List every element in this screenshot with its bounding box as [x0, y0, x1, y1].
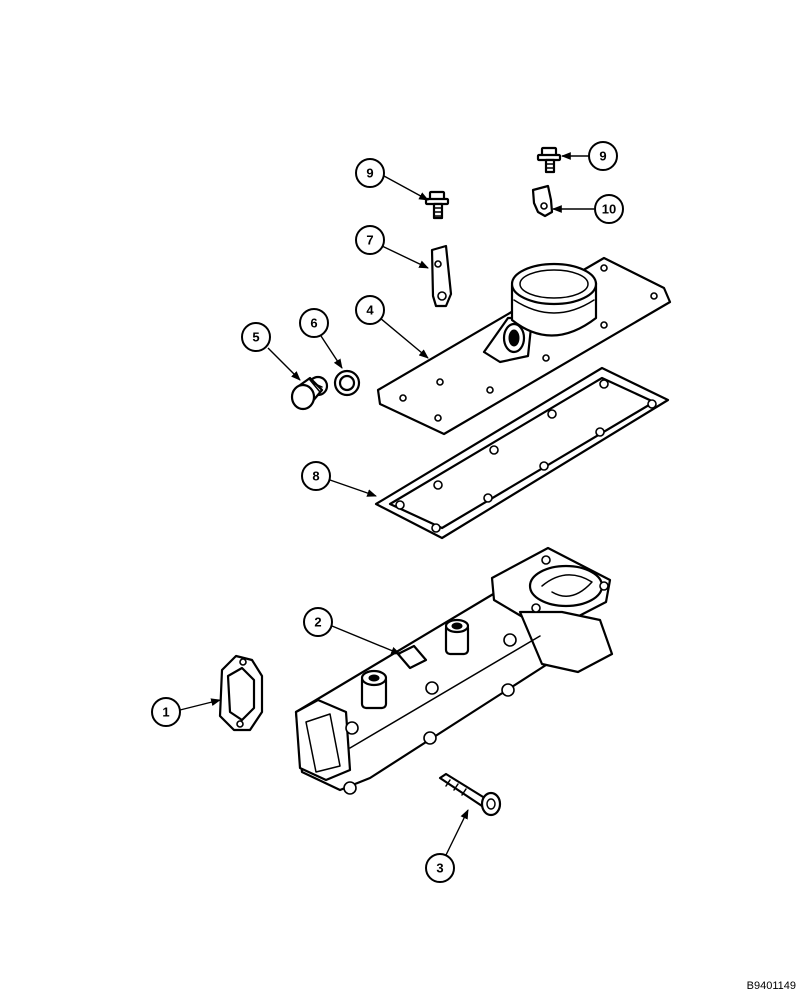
leader-4: [379, 317, 429, 359]
callout-9-left: 9: [355, 158, 385, 188]
leader-2: [331, 625, 401, 655]
callout-label: 3: [436, 861, 443, 876]
leader-6: [320, 335, 343, 369]
bolt-part-3: [438, 772, 502, 817]
leader-5: [267, 347, 301, 381]
callout-9-right: 9: [588, 141, 618, 171]
callout-label: 10: [602, 202, 616, 217]
port-gasket-part-1: [218, 654, 264, 732]
seal-ring-part-6: [333, 369, 361, 397]
callout-label: 4: [366, 303, 374, 318]
leader-3: [445, 809, 469, 856]
callout-label: 7: [366, 233, 373, 248]
plug-part-5: [290, 375, 329, 411]
leader-7: [381, 245, 429, 269]
callout-3: 3: [425, 853, 455, 883]
callout-label: 2: [314, 615, 321, 630]
leader-9-left: [383, 175, 429, 201]
screw-part-9-right: [536, 146, 562, 174]
bracket-part-10: [531, 184, 554, 218]
gasket-part-8: [374, 366, 670, 540]
callout-10: 10: [594, 194, 624, 224]
callout-label: 1: [162, 705, 169, 720]
leader-lines: [179, 152, 594, 856]
exhaust-manifold-part-2: [294, 546, 614, 795]
callout-label: 9: [599, 149, 606, 164]
callout-7: 7: [355, 225, 385, 255]
callout-label: 8: [312, 469, 319, 484]
callout-2: 2: [303, 607, 333, 637]
callout-5: 5: [241, 322, 271, 352]
callout-label: 5: [252, 330, 259, 345]
callout-label: 6: [310, 316, 317, 331]
callout-8: 8: [301, 461, 331, 491]
drawing-number: B9401149: [746, 980, 796, 992]
callout-1: 1: [151, 697, 181, 727]
intake-cover-part-4: [376, 256, 672, 436]
callout-4: 4: [355, 295, 385, 325]
lifting-strap-part-7: [430, 244, 453, 308]
callout-label: 9: [366, 166, 373, 181]
leader-8: [329, 479, 377, 497]
screw-part-9-left: [424, 190, 450, 220]
callout-6: 6: [299, 308, 329, 338]
leader-1: [179, 698, 221, 711]
